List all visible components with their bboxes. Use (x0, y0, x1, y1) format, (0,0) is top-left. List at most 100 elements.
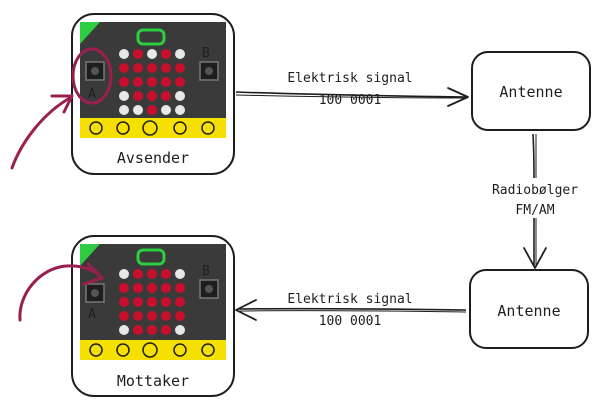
signal-bottom-line1: Elektrisk signal (287, 292, 412, 307)
receiver-led (175, 311, 185, 321)
sender-led (161, 77, 171, 87)
radio-waves-line1: Radiobølger (492, 183, 578, 198)
sender-pin (173, 121, 187, 135)
antenna-bottom: Antenne (469, 269, 589, 349)
sender-led (119, 91, 129, 101)
sender-led (161, 91, 171, 101)
sender-button-b-label: B (202, 46, 210, 61)
sender-led (147, 91, 157, 101)
sender-caption: Avsender (117, 149, 189, 167)
receiver-button-a-label: A (88, 307, 96, 322)
sender-led (119, 63, 129, 73)
receiver-button-b-label: B (202, 264, 210, 279)
sender-device: A B Avsender (71, 13, 235, 175)
receiver-led (161, 325, 171, 335)
receiver-led (161, 311, 171, 321)
receiver-button-a-icon (91, 289, 99, 297)
sender-button-a-icon (91, 67, 99, 75)
sender-led (133, 49, 143, 59)
receiver-led (119, 269, 129, 279)
receiver-edge-connector (80, 340, 226, 360)
signal-bottom-line2: 100 0001 (319, 314, 382, 329)
sender-led (147, 105, 157, 115)
receiver-led (133, 269, 143, 279)
receiver-led (147, 297, 157, 307)
sender-pin (142, 120, 158, 136)
sender-led (147, 49, 157, 59)
receiver-led (175, 283, 185, 293)
sender-led (119, 105, 129, 115)
receiver-led (161, 297, 171, 307)
sender-led (119, 77, 129, 87)
receiver-led (147, 283, 157, 293)
sender-led (133, 91, 143, 101)
receiver-pin (89, 343, 103, 357)
receiver-led (175, 269, 185, 279)
receiver-led (147, 269, 157, 279)
sender-pin (201, 121, 215, 135)
receiver-corner-mark (80, 244, 100, 266)
receiver-logo-icon (136, 248, 166, 266)
sender-led (161, 105, 171, 115)
sender-led (175, 91, 185, 101)
receiver-pin (116, 343, 130, 357)
sender-led (119, 49, 129, 59)
receiver-led (147, 311, 157, 321)
receiver-led (119, 325, 129, 335)
arrow-sender-to-antenna (235, 87, 469, 107)
receiver-led (161, 283, 171, 293)
receiver-led (119, 297, 129, 307)
sender-led (175, 105, 185, 115)
signal-top-line2: 100 0001 (319, 93, 382, 108)
receiver-led (119, 311, 129, 321)
sender-pin (89, 121, 103, 135)
sender-button-a-label: A (88, 87, 96, 102)
receiver-device: A B Mottaker (71, 235, 235, 397)
antenna-top-box (471, 51, 591, 131)
receiver-led (175, 325, 185, 335)
sender-led (175, 77, 185, 87)
sender-led (147, 63, 157, 73)
receiver-pin (142, 342, 158, 358)
receiver-led (133, 297, 143, 307)
receiver-led (175, 297, 185, 307)
sender-led (133, 63, 143, 73)
receiver-caption: Mottaker (117, 372, 189, 390)
sender-corner-mark (80, 22, 100, 44)
sender-led-matrix (119, 49, 185, 115)
radio-waves-line2: FM/AM (515, 203, 554, 218)
antenna-bottom-box (469, 269, 589, 349)
arrow-antenna-to-receiver (235, 299, 467, 321)
receiver-led (133, 311, 143, 321)
sender-led (175, 49, 185, 59)
antenna-top: Antenne (471, 51, 591, 131)
signal-top-line1: Elektrisk signal (287, 71, 412, 86)
receiver-led (133, 325, 143, 335)
receiver-led (147, 325, 157, 335)
sender-led (133, 77, 143, 87)
sender-led (161, 49, 171, 59)
antenna-bottom-label: Antenne (497, 302, 560, 320)
sender-cursor-icon (10, 47, 113, 170)
receiver-led (133, 283, 143, 293)
sender-led (161, 63, 171, 73)
receiver-button-b-icon (205, 285, 213, 293)
receiver-pin (201, 343, 215, 357)
receiver-cursor-icon (18, 262, 104, 322)
receiver-pins (89, 342, 215, 358)
sender-led (147, 77, 157, 87)
antenna-top-label: Antenne (499, 83, 562, 101)
receiver-pin (173, 343, 187, 357)
sender-edge-connector (80, 118, 226, 138)
sender-led (175, 63, 185, 73)
sender-logo-icon (136, 28, 166, 46)
arrow-antenna-to-antenna (523, 133, 547, 269)
receiver-led (161, 269, 171, 279)
sender-led (133, 105, 143, 115)
receiver-led (119, 283, 129, 293)
receiver-led-matrix (119, 269, 185, 335)
sender-pins (89, 120, 215, 136)
sender-button-b-icon (205, 67, 213, 75)
sender-pin (116, 121, 130, 135)
